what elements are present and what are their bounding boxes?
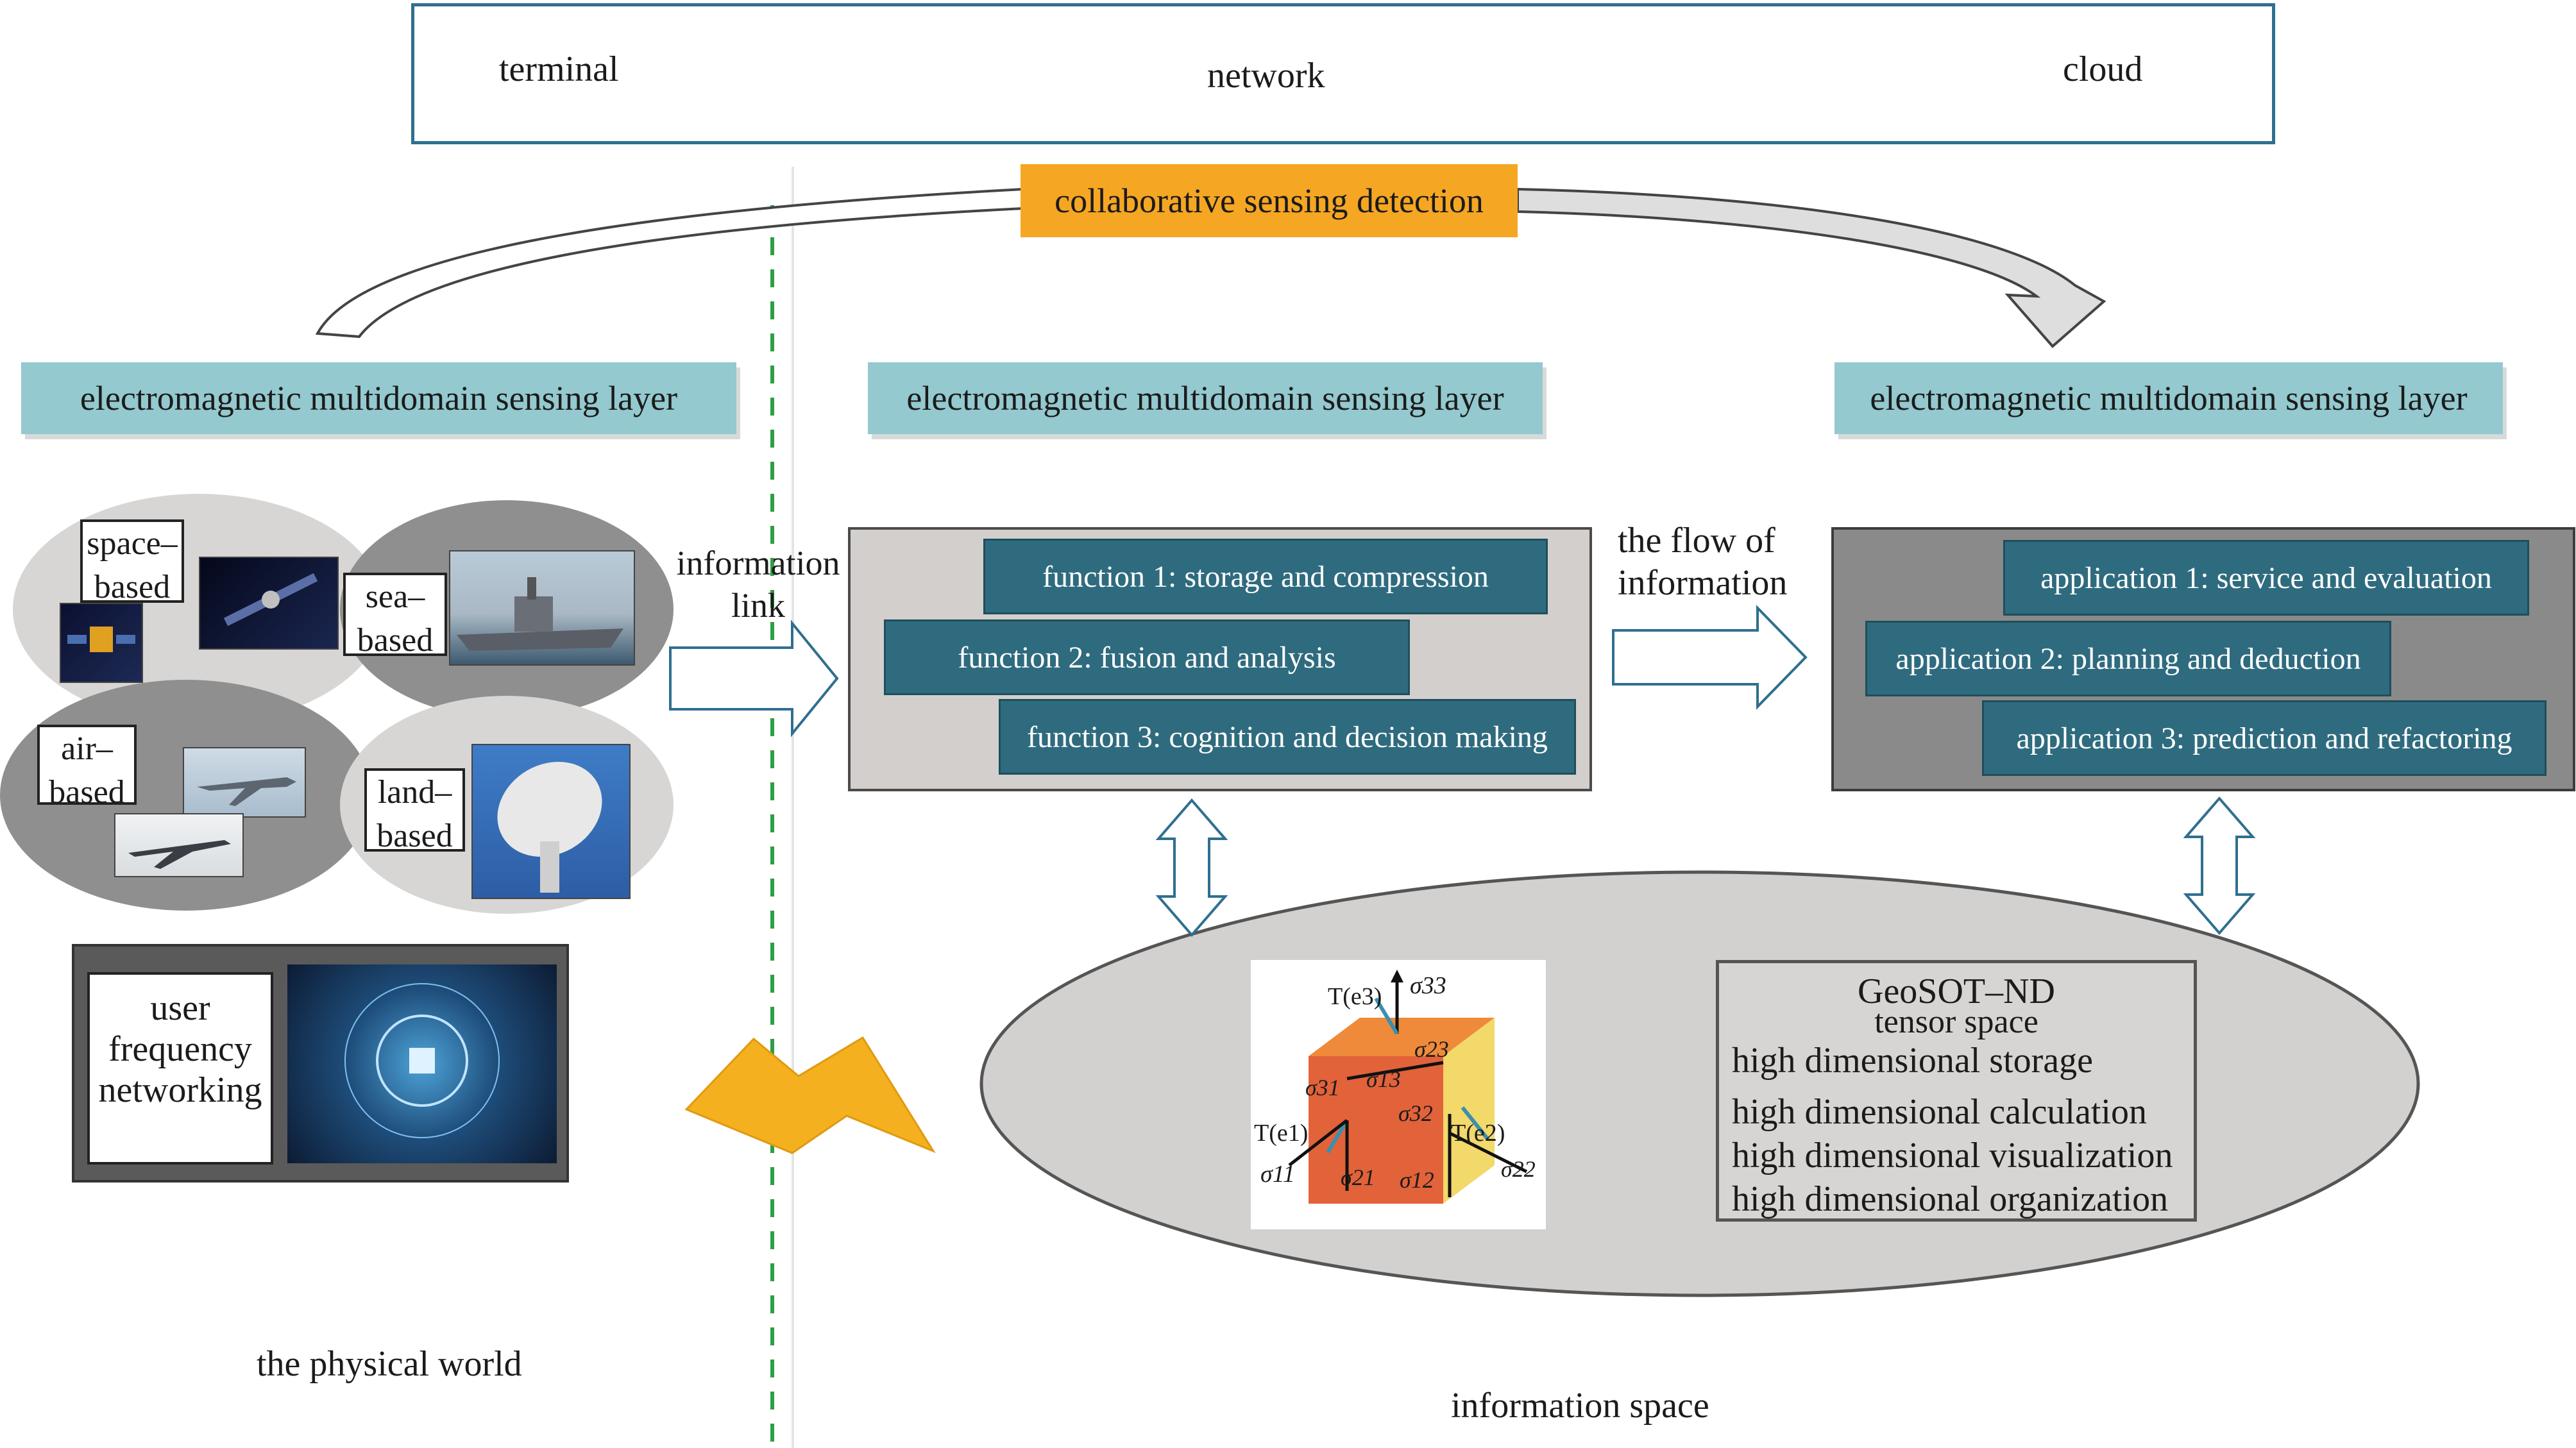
vertical-arrow-applications — [2183, 796, 2256, 936]
label-T-e3: T(e3) — [1328, 983, 1382, 1010]
terminal-network-cloud-frame — [411, 3, 2275, 144]
label-sigma-11: σ11 — [1260, 1161, 1295, 1188]
tensor-cube-svg — [1288, 970, 1528, 1204]
application-2-bar: application 2: planning and deduction — [1865, 621, 2391, 696]
label-sigma-22: σ22 — [1501, 1156, 1536, 1182]
label-sigma-32: σ32 — [1398, 1100, 1433, 1126]
label-sigma-12: σ12 — [1400, 1167, 1434, 1193]
lightning-icon — [684, 1036, 936, 1154]
curved-arrow-right — [1516, 187, 2106, 348]
info-link-line-2: link — [731, 586, 785, 625]
arrow-info-flow — [1612, 605, 1808, 710]
jet-image — [114, 813, 244, 877]
label-T-e2: T(e2) — [1451, 1120, 1505, 1147]
network-hub-image — [287, 964, 557, 1163]
label-air-based: air– based — [37, 725, 137, 811]
cube-front-face — [1309, 1056, 1443, 1204]
label-user-frequency-networking: user frequency networking — [87, 972, 273, 1165]
cube-top-face — [1309, 1018, 1495, 1056]
user-frequency-networking-panel: user frequency networking — [72, 944, 569, 1183]
info-link-line-1: information — [676, 544, 840, 582]
label-flow-of-information: the flow of information — [1618, 519, 1787, 604]
user-line-2: frequency — [108, 1029, 252, 1069]
geosot-subtitle: tensor space — [1874, 1004, 2038, 1040]
label-T-e1: T(e1) — [1254, 1120, 1309, 1147]
layer-bar-physical: electromagnetic multidomain sensing laye… — [21, 362, 736, 434]
label-sigma-13: σ13 — [1366, 1066, 1401, 1092]
label-sigma-21: σ21 — [1341, 1165, 1375, 1190]
label-network: network — [1207, 56, 1325, 96]
cube-side-face — [1443, 1018, 1495, 1204]
application-3-bar: application 3: prediction and refactorin… — [1982, 700, 2546, 776]
layer-bar-applications: electromagnetic multidomain sensing laye… — [1835, 362, 2503, 434]
curved-arrow-left — [315, 187, 1024, 339]
collaborative-sensing-box: collaborative sensing detection — [1021, 164, 1518, 237]
function-2-bar: function 2: fusion and analysis — [884, 619, 1410, 695]
info-space-ellipse — [979, 870, 2420, 1297]
tensor-cube-figure: T(e3) σ33 σ23 σ13 σ31 σ32 T(e1) T(e2) σ1… — [1251, 960, 1546, 1229]
user-line-1: user — [150, 988, 210, 1028]
geosot-item-visualization: high dimensional visualization — [1732, 1136, 2173, 1175]
layer-bar-functions: electromagnetic multidomain sensing laye… — [868, 362, 1543, 434]
flow-line-2: information — [1618, 563, 1788, 603]
label-land-based: land– based — [364, 768, 465, 854]
geosot-item-calculation: high dimensional calculation — [1732, 1092, 2147, 1132]
label-sigma-23: σ23 — [1414, 1036, 1449, 1062]
geosot-title: GeoSOT–ND — [1858, 972, 2055, 1011]
user-line-3: networking — [98, 1070, 262, 1110]
function-1-bar: function 1: storage and compression — [983, 539, 1548, 614]
caption-physical-world: the physical world — [257, 1344, 522, 1384]
geosot-item-storage: high dimensional storage — [1732, 1041, 2094, 1081]
label-sea-based: sea– based — [343, 573, 447, 659]
vertical-arrow-functions — [1155, 798, 1228, 938]
warship-image — [449, 550, 635, 666]
application-1-bar: application 1: service and evaluation — [2003, 540, 2529, 616]
satellite-image — [60, 603, 143, 683]
radar-dish-image — [471, 744, 631, 899]
fighter-jet-image — [183, 747, 306, 818]
label-cloud: cloud — [2063, 49, 2143, 89]
caption-information-space: information space — [1451, 1386, 1709, 1426]
function-3-bar: function 3: cognition and decision makin… — [999, 699, 1576, 775]
geosot-nd-box: GeoSOT–ND tensor space high dimensional … — [1716, 960, 2197, 1222]
satellite-image-2 — [199, 557, 339, 650]
label-space-based: space– based — [80, 519, 184, 605]
label-sigma-33: σ33 — [1410, 972, 1446, 999]
label-terminal: terminal — [499, 49, 619, 89]
label-information-link: information link — [668, 542, 848, 627]
flow-line-1: the flow of — [1618, 521, 1775, 560]
label-sigma-31: σ31 — [1305, 1075, 1340, 1100]
geosot-item-organization: high dimensional organization — [1732, 1179, 2169, 1219]
arrow-info-link — [669, 619, 839, 737]
